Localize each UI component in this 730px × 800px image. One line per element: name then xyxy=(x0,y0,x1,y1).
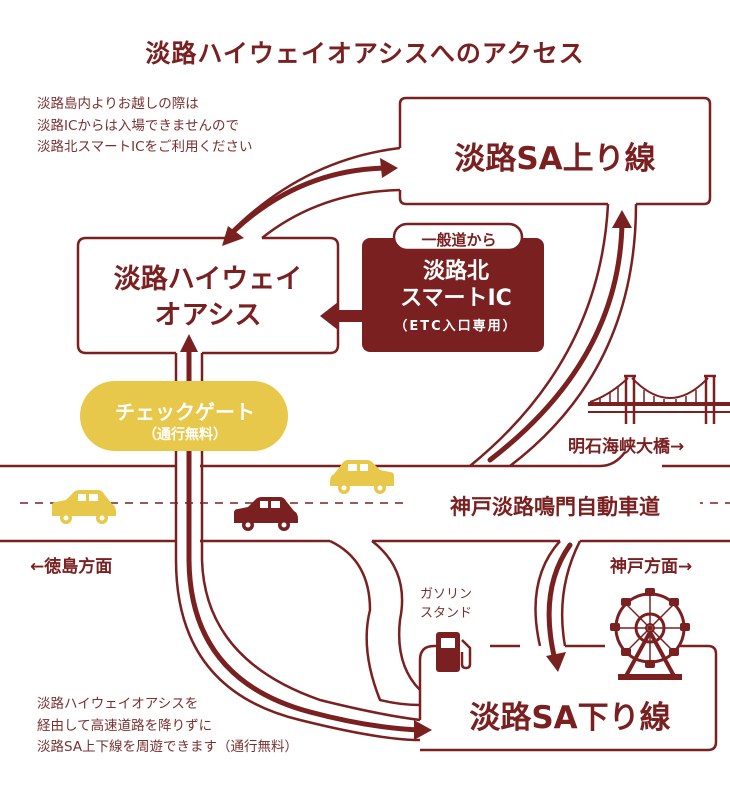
arrowhead-oasis-up xyxy=(180,334,198,352)
oasis-route-left xyxy=(174,353,421,742)
ramp-to-sa-up-left xyxy=(469,203,610,467)
check-gate-label: チェックゲート xyxy=(115,400,255,424)
car-icon-yellow-left xyxy=(52,490,116,524)
sa-down-label: 淡路SA下り線 xyxy=(469,700,671,736)
oasis-box xyxy=(76,236,340,355)
s-ramp-right xyxy=(371,540,421,691)
ramp-to-sa-up-right xyxy=(509,203,638,467)
arrow-oasis-to-sa-up xyxy=(232,165,388,233)
highway-top-edge xyxy=(0,451,730,468)
connector-road-inner xyxy=(261,188,401,239)
arrowhead-smart-ic xyxy=(320,302,338,330)
smart-ic-box xyxy=(362,238,544,352)
arrowhead-oasis xyxy=(222,226,244,246)
direction-akashi-bridge: 明石海峡大橋→ xyxy=(568,437,685,457)
smart-ic-name-line1: 淡路北 xyxy=(422,259,489,284)
arrowhead-sa-up-ramp xyxy=(612,210,632,228)
direction-tokushima: ←徳島方面 xyxy=(30,557,113,577)
sa-up-label: 淡路SA上り線 xyxy=(454,141,656,177)
oasis-label-line2: オアシス xyxy=(154,300,262,331)
highway-label: 神戸淡路鳴門自動車道 xyxy=(410,491,700,521)
smart-ic-tag: 一般道から xyxy=(421,231,497,249)
oasis-route-right xyxy=(200,353,421,722)
gas-pump-icon xyxy=(436,632,472,672)
arrow-shaft-smart-ic xyxy=(336,310,364,322)
oasis-label: 淡路ハイウェイ オアシス xyxy=(83,262,333,334)
direction-kobe: 神戸方面→ xyxy=(610,557,693,577)
smart-ic-tag-box xyxy=(392,222,524,252)
car-icon-yellow-top xyxy=(330,460,394,494)
arrowhead-sa-down-ramp xyxy=(546,652,566,672)
note-smart-ic: 淡路島内よりお越しの際は 淡路ICからは入場できませんので 淡路北スマートICを… xyxy=(37,96,253,155)
arrowhead-sa-up xyxy=(380,158,398,178)
arrow-oasis-to-sa-down xyxy=(186,557,423,733)
ramp-to-sa-down-right xyxy=(560,540,582,647)
arrow-highway-to-sa-down xyxy=(546,542,573,663)
arrow-highway-to-sa-up xyxy=(487,219,625,463)
arrowhead-sa-down xyxy=(414,720,432,740)
car-icon-red xyxy=(234,497,298,531)
check-gate-sub: （通行無料） xyxy=(143,427,227,443)
ferris-wheel-icon xyxy=(610,588,690,680)
s-ramp-left xyxy=(329,539,421,707)
page-title: 淡路ハイウェイオアシスへのアクセス xyxy=(145,39,585,68)
note-free-loop: 淡路ハイウェイオアシスを 経由して高速道路を降りずに 淡路SA上下線を周遊できま… xyxy=(37,696,299,755)
smart-ic-name-line2: スマートIC xyxy=(400,286,512,311)
ramp-to-sa-down-left xyxy=(534,540,561,647)
gas-station-label: ガソリン スタンド xyxy=(420,587,473,621)
smart-ic-name: 淡路北 スマートIC xyxy=(362,258,550,312)
sa-up-box xyxy=(398,96,712,206)
sa-down-box xyxy=(418,644,718,752)
check-gate-pill xyxy=(80,381,288,451)
bridge-icon xyxy=(588,374,730,424)
oasis-label-line1: 淡路ハイウェイ xyxy=(113,264,303,295)
smart-ic-sub: （ETC入口専用） xyxy=(394,319,518,334)
